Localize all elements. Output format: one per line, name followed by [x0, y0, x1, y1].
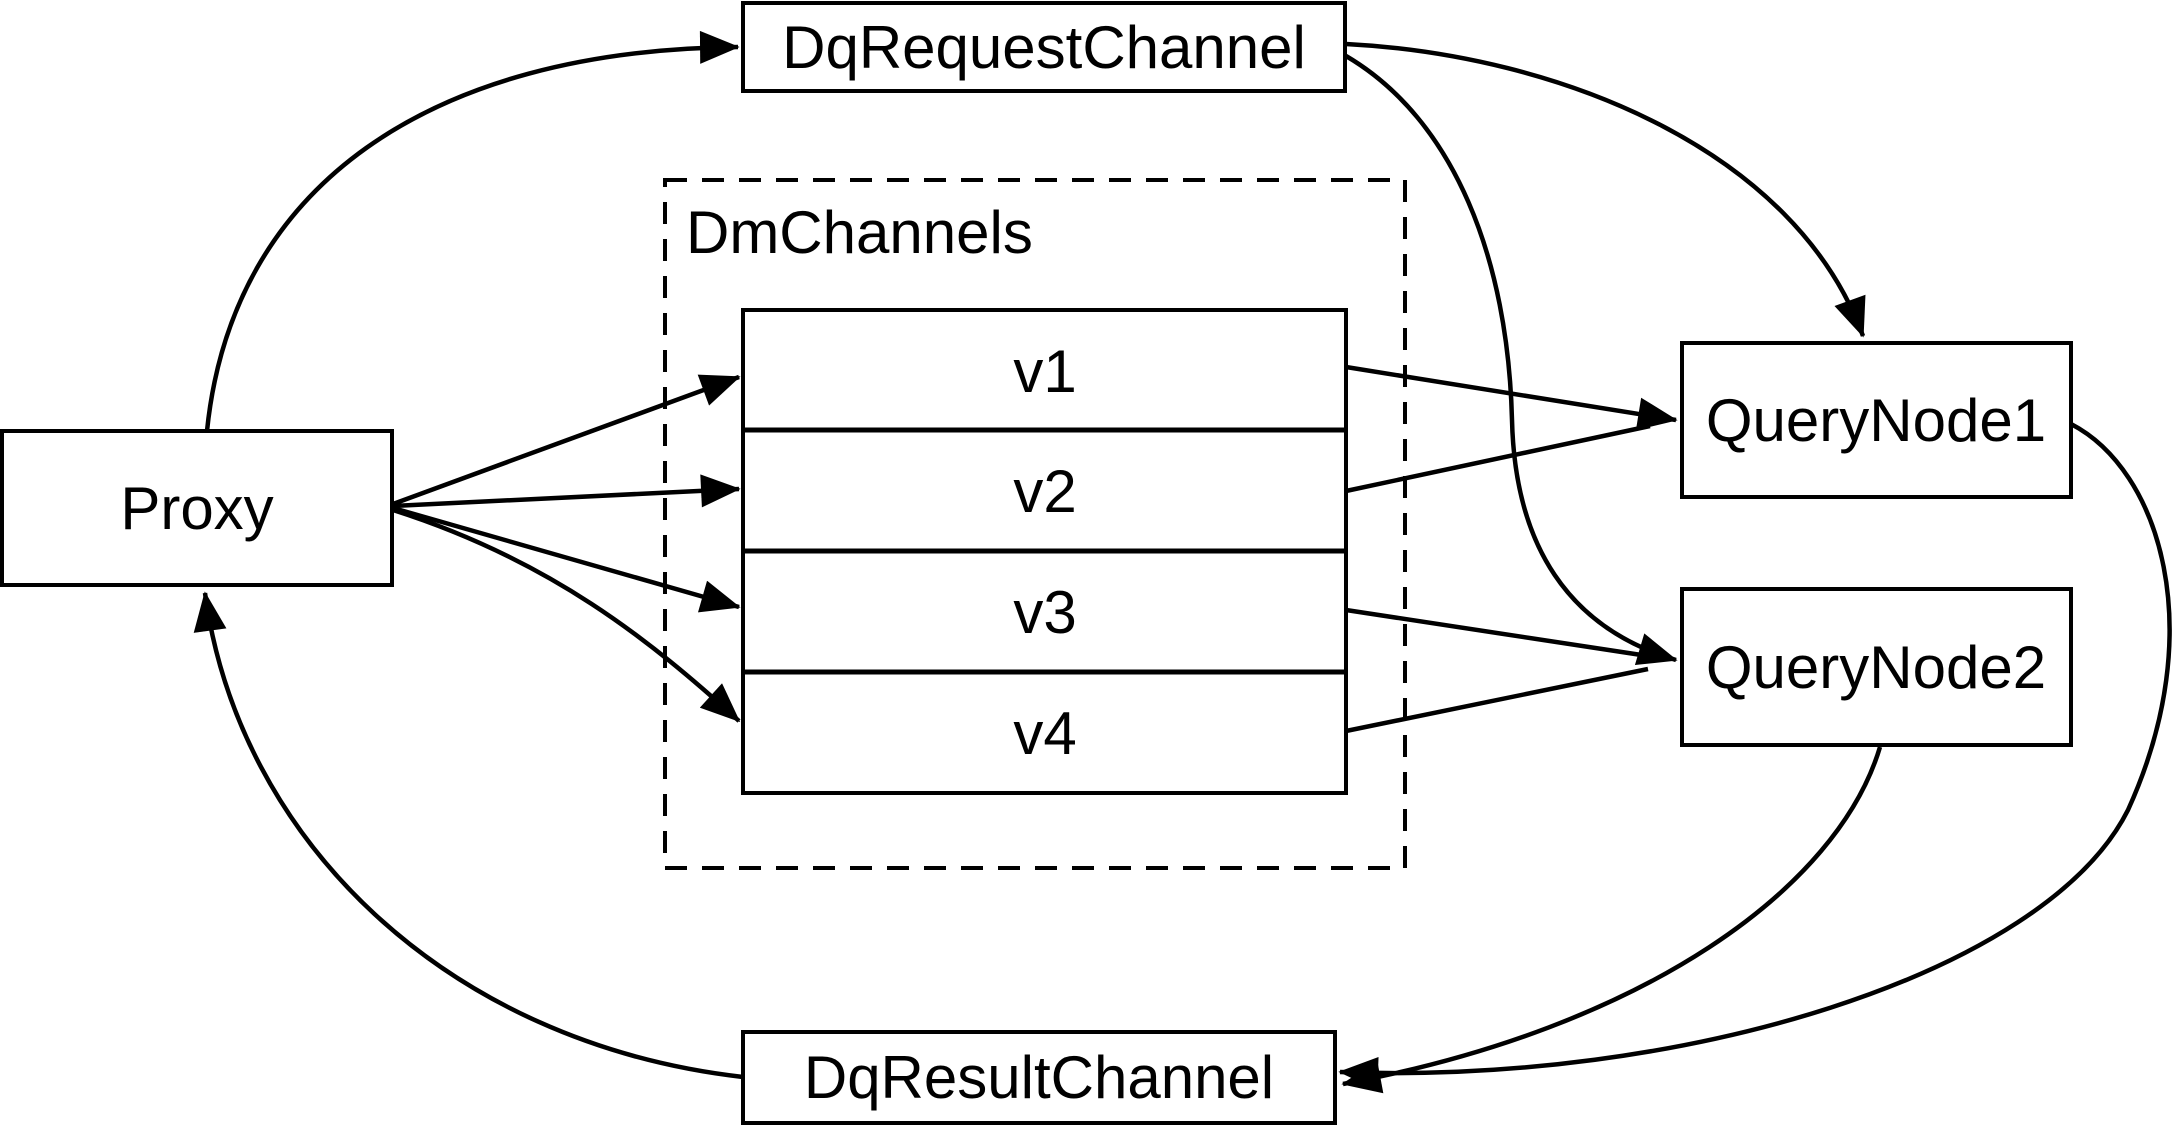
edge-v4-to-querynode2: [1345, 666, 1649, 734]
dm-channels-group-label: DmChannels: [686, 199, 1033, 266]
edge-dqrequestchannel-to-querynode2: [1344, 54, 1678, 666]
dq-request-channel-node: [741, 1, 1347, 93]
edge-proxy-to-v2: [392, 474, 741, 509]
proxy-label: Proxy: [120, 475, 273, 542]
channel-row-v1: v1: [1013, 338, 1076, 405]
channel-row-v4: v4: [1013, 700, 1076, 767]
dq-request-channel-label: DqRequestChannel: [782, 14, 1306, 81]
edge-querynode2-to-dqresultchannel: [1341, 746, 1883, 1094]
query-node-1-label: QueryNode1: [1706, 387, 2046, 454]
channel-row-v3: v3: [1013, 579, 1076, 646]
edge-proxy-to-v4: [392, 507, 741, 723]
edge-v1-to-querynode1: [1345, 364, 1678, 431]
edge-v3-to-querynode2: [1345, 607, 1649, 659]
edge-dqresultchannel-to-proxy: [193, 591, 744, 1080]
channel-row-v2: v2: [1013, 458, 1076, 525]
query-node-1-node: [1680, 341, 2073, 499]
query-node-2-node: [1680, 587, 2073, 747]
edge-proxy-to-v1: [392, 374, 741, 507]
dm-channels-group-border: [663, 178, 1407, 870]
edge-proxy-to-dqrequestchannel: [204, 30, 740, 432]
dq-result-channel-node: [741, 1030, 1337, 1125]
dq-result-channel-label: DqResultChannel: [804, 1044, 1274, 1111]
proxy-node: [0, 429, 394, 587]
edge-v2-to-querynode1: [1345, 423, 1651, 494]
edge-dqrequestchannel-to-querynode1: [1345, 41, 1866, 338]
edge-proxy-to-v3: [392, 505, 741, 613]
edge-querynode1-to-dqresultchannel: [1338, 422, 2172, 1090]
query-node-2-label: QueryNode2: [1706, 634, 2046, 701]
